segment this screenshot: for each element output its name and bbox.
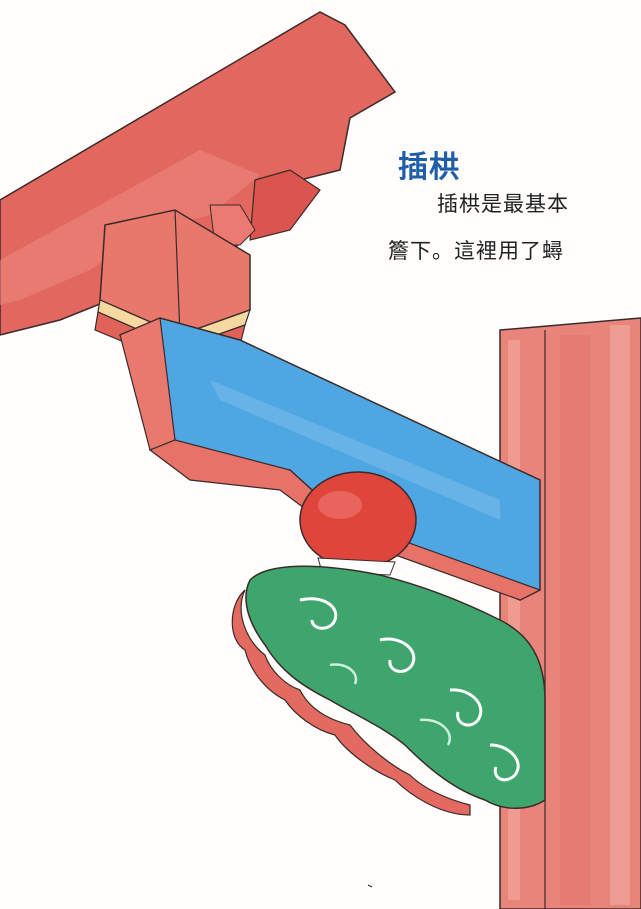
green-cloud-carving: [231, 565, 546, 816]
body-text-line-1: 插栱是最基本: [437, 192, 569, 216]
pillar: [499, 317, 641, 909]
body-text-line-2: 簷下。這裡用了蟳: [388, 239, 564, 263]
red-sphere: [299, 471, 417, 576]
section-heading: 插栱: [398, 150, 460, 185]
